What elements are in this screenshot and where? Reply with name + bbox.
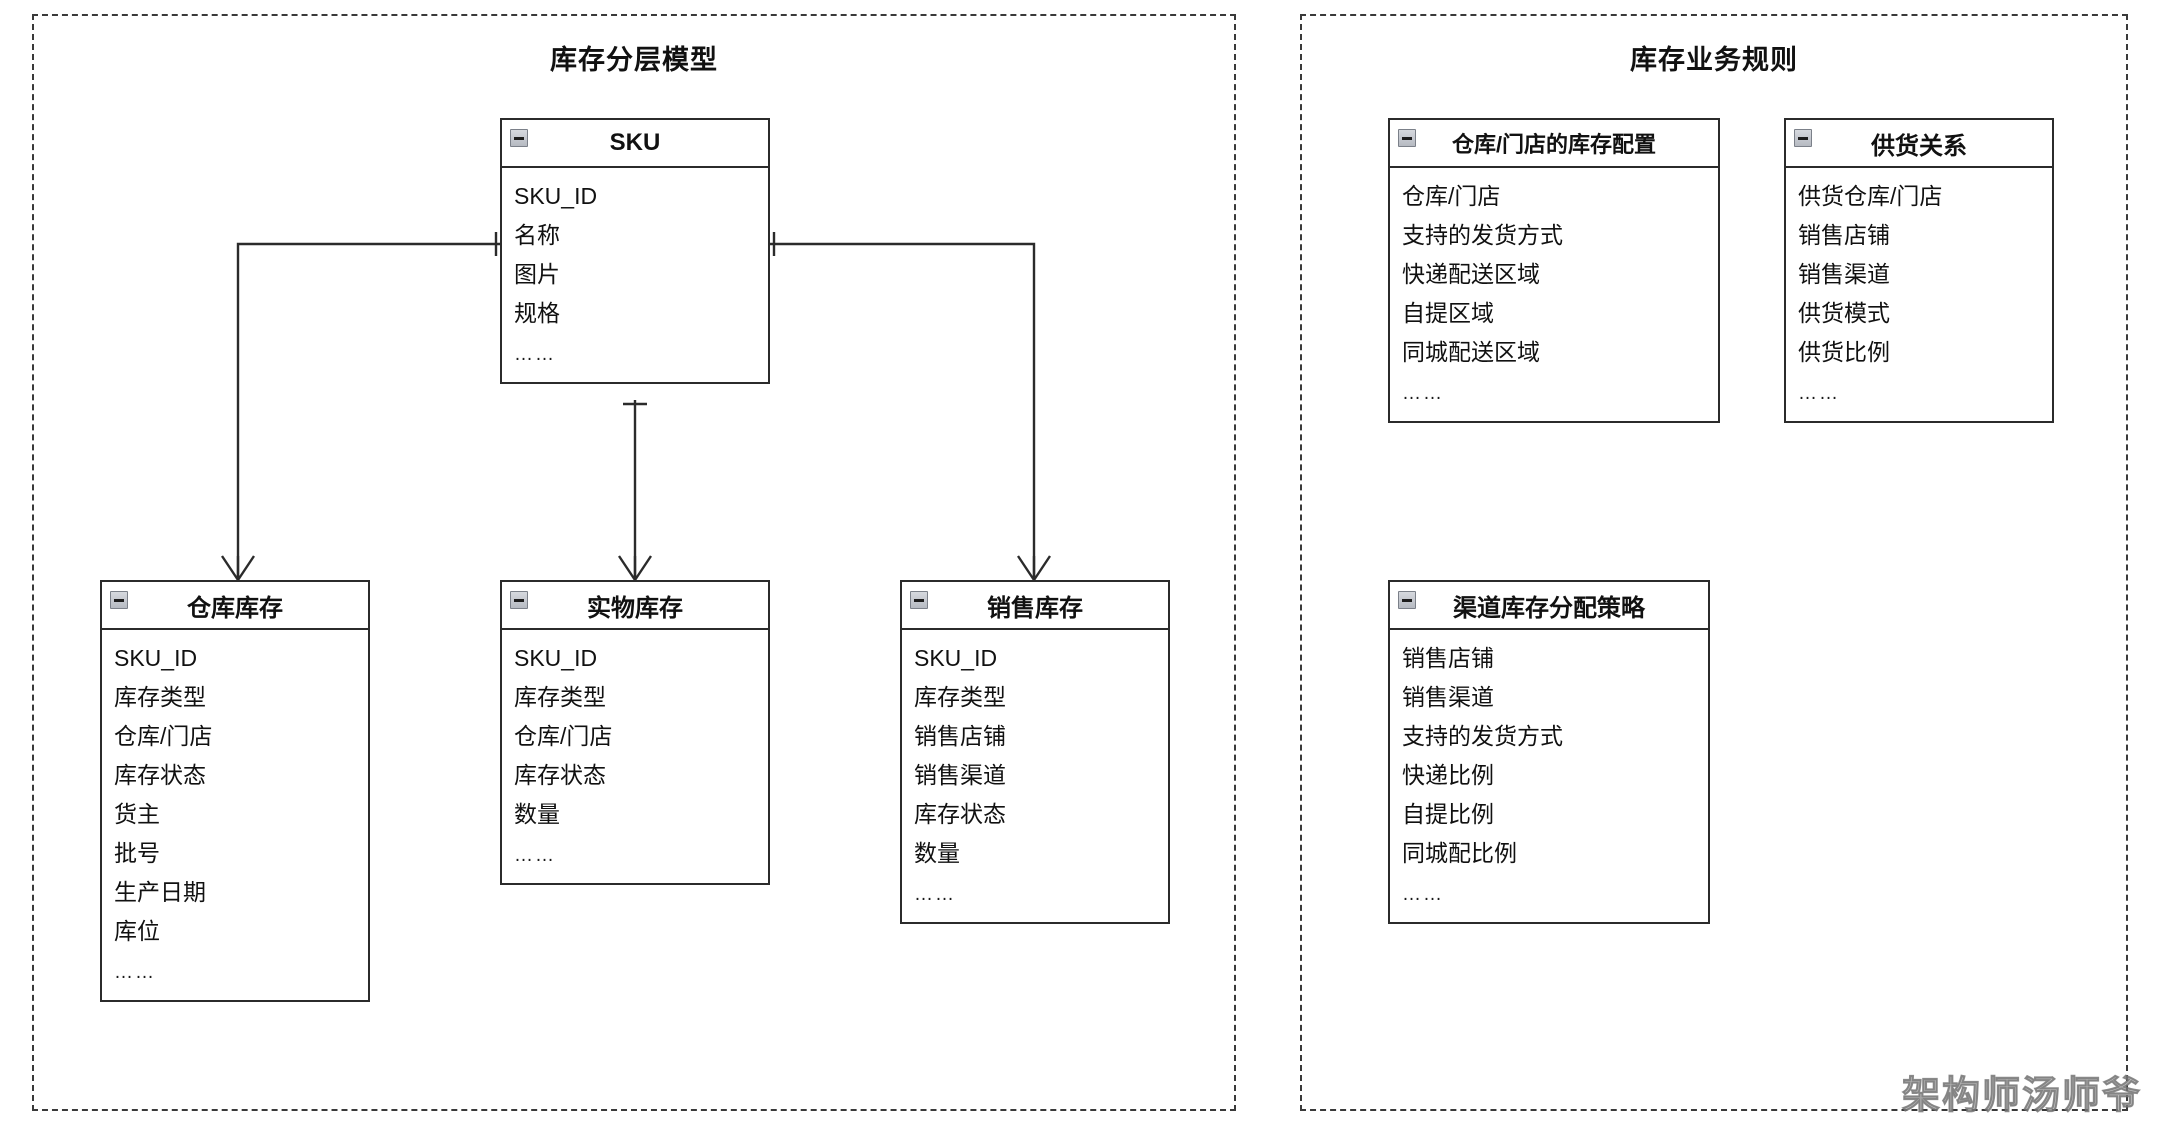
entity-warehouse-inventory-attributes: SKU_ID 库存类型 仓库/门店 库存状态 货主 批号 生产日期 库位 …… <box>102 630 368 1000</box>
attribute-row: 库存类型 <box>914 684 1006 710</box>
entity-sales-inventory-title: 销售库存 <box>987 594 1083 622</box>
attribute-row: 供货模式 <box>1798 300 1890 326</box>
attribute-row: 仓库/门店 <box>114 723 213 749</box>
entity-warehouse-store-config-attributes: 仓库/门店 支持的发货方式 快递配送区域 自提区域 同城配送区域 …… <box>1390 168 1718 421</box>
attribute-row: 销售店铺 <box>914 723 1006 749</box>
attribute-row: 库存状态 <box>114 762 206 788</box>
attribute-row: 同城配送区域 <box>1402 339 1540 365</box>
watermark: 架构师汤师爷 <box>1901 1075 2142 1118</box>
attribute-row-ellipsis: …… <box>914 884 956 905</box>
attribute-row: 库存状态 <box>914 801 1006 827</box>
entity-physical-inventory-title: 实物库存 <box>587 594 683 622</box>
attribute-row: SKU_ID <box>114 645 198 671</box>
attribute-row: 库存类型 <box>114 684 206 710</box>
entity-sku-header: SKU <box>502 120 768 168</box>
entity-channel-allocation-policy-header: 渠道库存分配策略 <box>1390 582 1708 630</box>
attribute-row: 仓库/门店 <box>514 723 613 749</box>
attribute-row: 销售店铺 <box>1798 222 1890 248</box>
attribute-row: 图片 <box>514 261 560 287</box>
entity-channel-allocation-policy-title: 渠道库存分配策略 <box>1453 594 1645 622</box>
attribute-row: 库存状态 <box>514 762 606 788</box>
panel-business-rules-title: 库存业务规则 <box>1630 45 1798 75</box>
entity-warehouse-store-config-header: 仓库/门店的库存配置 <box>1390 120 1718 168</box>
entity-sales-inventory-header: 销售库存 <box>902 582 1168 630</box>
entity-physical-inventory[interactable]: 实物库存 SKU_ID 库存类型 仓库/门店 库存状态 数量 …… <box>500 580 770 885</box>
attribute-row: SKU_ID <box>514 183 598 209</box>
entity-sales-inventory[interactable]: 销售库存 SKU_ID 库存类型 销售店铺 销售渠道 库存状态 数量 …… <box>900 580 1170 924</box>
attribute-row: SKU_ID <box>914 645 998 671</box>
entity-warehouse-inventory[interactable]: 仓库库存 SKU_ID 库存类型 仓库/门店 库存状态 货主 批号 生产日期 库… <box>100 580 370 1002</box>
entity-supply-relation-attributes: 供货仓库/门店 销售店铺 销售渠道 供货模式 供货比例 …… <box>1786 168 2052 421</box>
minus-icon[interactable] <box>1398 129 1416 147</box>
entity-warehouse-store-config[interactable]: 仓库/门店的库存配置 仓库/门店 支持的发货方式 快递配送区域 自提区域 同城配… <box>1388 118 1720 423</box>
attribute-row: 数量 <box>514 801 560 827</box>
attribute-row: 名称 <box>514 222 560 248</box>
attribute-row: 销售渠道 <box>1402 684 1494 710</box>
attribute-row-ellipsis: …… <box>514 344 556 365</box>
attribute-row: SKU_ID <box>514 645 598 671</box>
panel-business-rules: 库存业务规则 <box>1300 14 2128 1111</box>
attribute-row: 规格 <box>514 300 560 326</box>
attribute-row-ellipsis: …… <box>114 962 156 983</box>
attribute-row: 供货仓库/门店 <box>1798 183 1943 209</box>
attribute-row: 支持的发货方式 <box>1402 222 1563 248</box>
entity-physical-inventory-attributes: SKU_ID 库存类型 仓库/门店 库存状态 数量 …… <box>502 630 768 883</box>
attribute-row: 销售渠道 <box>1798 261 1890 287</box>
entity-warehouse-store-config-title: 仓库/门店的库存配置 <box>1451 132 1657 157</box>
entity-sku-attributes: SKU_ID 名称 图片 规格 …… <box>502 168 768 382</box>
attribute-row: 同城配比例 <box>1402 840 1517 866</box>
entity-warehouse-inventory-title: 仓库库存 <box>187 594 283 622</box>
panel-layer-model: 库存分层模型 <box>32 14 1236 1111</box>
attribute-row-ellipsis: …… <box>1402 383 1444 404</box>
entity-channel-allocation-policy[interactable]: 渠道库存分配策略 销售店铺 销售渠道 支持的发货方式 快递比例 自提比例 同城配… <box>1388 580 1710 924</box>
attribute-row: 仓库/门店 <box>1402 183 1501 209</box>
minus-icon[interactable] <box>1794 129 1812 147</box>
attribute-row: 快递配送区域 <box>1402 261 1540 287</box>
entity-sales-inventory-attributes: SKU_ID 库存类型 销售店铺 销售渠道 库存状态 数量 …… <box>902 630 1168 922</box>
attribute-row: 库存类型 <box>514 684 606 710</box>
attribute-row-ellipsis: …… <box>514 845 556 866</box>
attribute-row: 自提区域 <box>1402 300 1494 326</box>
attribute-row: 货主 <box>114 801 160 827</box>
minus-icon[interactable] <box>910 591 928 609</box>
attribute-row: 快递比例 <box>1402 762 1494 788</box>
attribute-row: 库位 <box>114 918 160 944</box>
attribute-row: 销售渠道 <box>914 762 1006 788</box>
minus-icon[interactable] <box>510 129 528 147</box>
attribute-row: 批号 <box>114 840 160 866</box>
attribute-row-ellipsis: …… <box>1402 884 1444 905</box>
entity-supply-relation[interactable]: 供货关系 供货仓库/门店 销售店铺 销售渠道 供货模式 供货比例 …… <box>1784 118 2054 423</box>
entity-supply-relation-title: 供货关系 <box>1871 132 1967 160</box>
entity-supply-relation-header: 供货关系 <box>1786 120 2052 168</box>
entity-physical-inventory-header: 实物库存 <box>502 582 768 630</box>
attribute-row-ellipsis: …… <box>1798 383 1840 404</box>
attribute-row: 生产日期 <box>114 879 206 905</box>
entity-sku-title: SKU <box>609 129 661 156</box>
entity-sku[interactable]: SKU SKU_ID 名称 图片 规格 …… <box>500 118 770 384</box>
minus-icon[interactable] <box>510 591 528 609</box>
attribute-row: 支持的发货方式 <box>1402 723 1563 749</box>
attribute-row: 供货比例 <box>1798 339 1890 365</box>
attribute-row: 销售店铺 <box>1402 645 1494 671</box>
panel-layer-model-title: 库存分层模型 <box>550 45 718 75</box>
entity-warehouse-inventory-header: 仓库库存 <box>102 582 368 630</box>
attribute-row: 自提比例 <box>1402 801 1494 827</box>
minus-icon[interactable] <box>110 591 128 609</box>
entity-channel-allocation-policy-attributes: 销售店铺 销售渠道 支持的发货方式 快递比例 自提比例 同城配比例 …… <box>1390 630 1708 922</box>
attribute-row: 数量 <box>914 840 960 866</box>
minus-icon[interactable] <box>1398 591 1416 609</box>
